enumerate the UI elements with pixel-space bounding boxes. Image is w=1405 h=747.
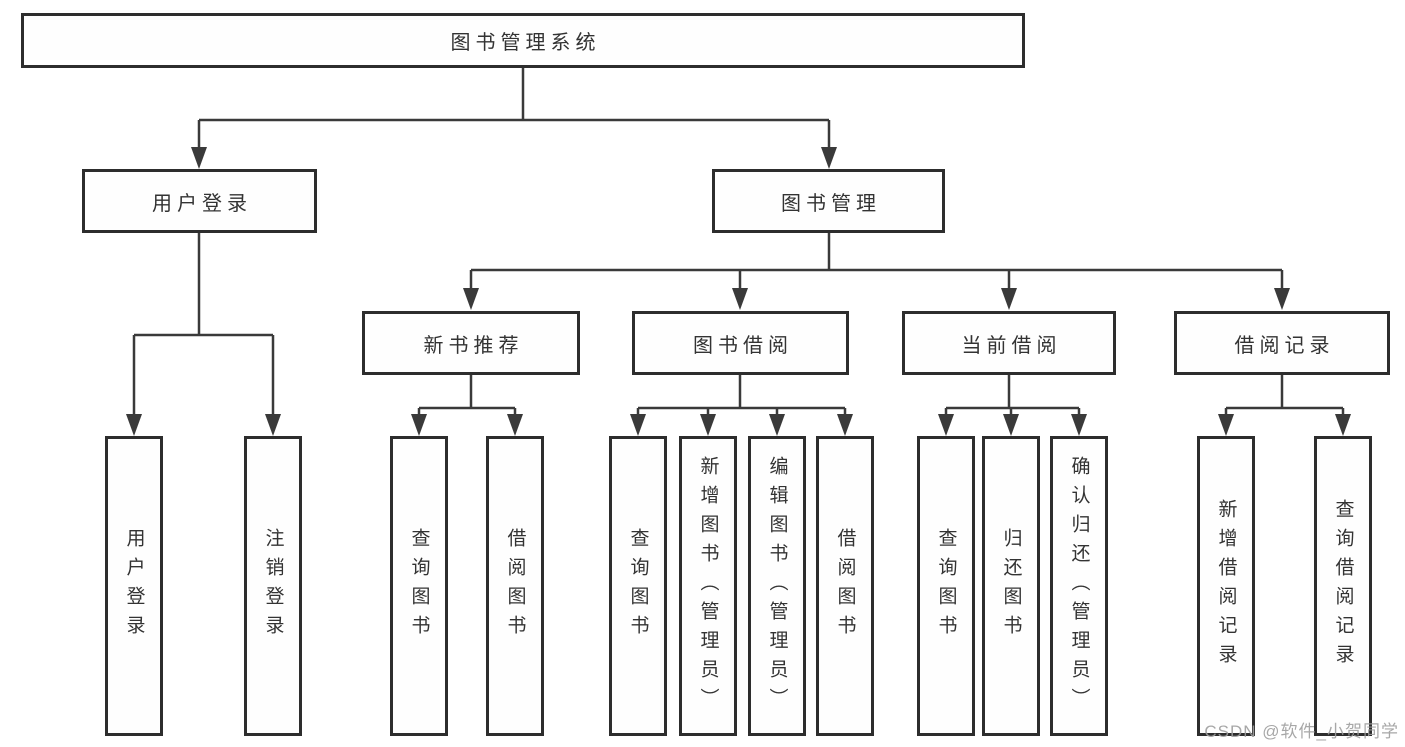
leaf-query-borrow-record: 查询借阅记录 <box>1314 436 1372 736</box>
connector-user-login-to-leaves <box>132 233 275 418</box>
leaf-edit-books-admin: 编辑图书（管理员） <box>748 436 806 736</box>
connector-book-management-to-level3 <box>469 233 1284 292</box>
leaf-query-books-borrow: 查询图书 <box>609 436 667 736</box>
connector-current-borrow-to-leaves <box>944 375 1081 418</box>
node-new-book-recommend: 新书推荐 <box>362 311 580 375</box>
node-user-login: 用户登录 <box>82 169 317 233</box>
arrowheads <box>126 147 1351 436</box>
leaf-user-login: 用户登录 <box>105 436 163 736</box>
node-current-borrow: 当前借阅 <box>902 311 1116 375</box>
leaf-add-books-admin: 新增图书（管理员） <box>679 436 737 736</box>
leaf-confirm-return-admin: 确认归还（管理员） <box>1050 436 1108 736</box>
leaf-borrow-books-recommend: 借阅图书 <box>486 436 544 736</box>
connector-borrow-records-to-leaves <box>1224 375 1345 418</box>
leaf-return-books: 归还图书 <box>982 436 1040 736</box>
leaf-borrow-books: 借阅图书 <box>816 436 874 736</box>
leaf-query-books-current: 查询图书 <box>917 436 975 736</box>
node-book-management: 图书管理 <box>712 169 945 233</box>
leaf-query-books-recommend: 查询图书 <box>390 436 448 736</box>
leaf-logout: 注销登录 <box>244 436 302 736</box>
connector-new-book-recommend-to-leaves <box>417 375 517 418</box>
leaf-add-borrow-record: 新增借阅记录 <box>1197 436 1255 736</box>
connector-book-borrow-to-leaves <box>636 375 847 418</box>
csdn-watermark: CSDN @软件_小贺同学 <box>1204 722 1399 741</box>
node-book-borrow: 图书借阅 <box>632 311 849 375</box>
connector-root-to-level2 <box>197 68 831 150</box>
node-borrow-records: 借阅记录 <box>1174 311 1390 375</box>
node-library-system: 图书管理系统 <box>21 13 1025 68</box>
